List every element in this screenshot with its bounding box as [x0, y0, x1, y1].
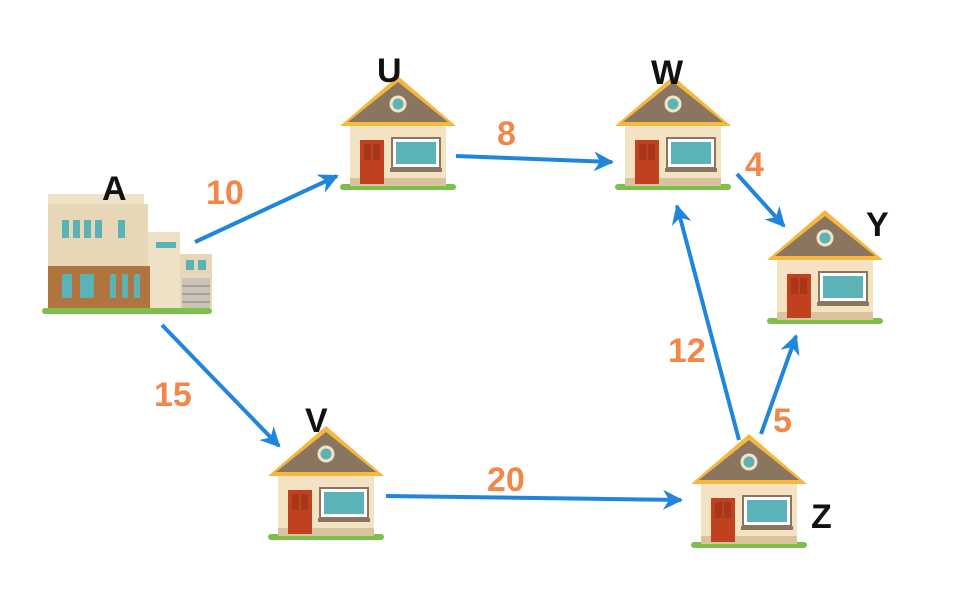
office-building-icon	[41, 193, 213, 315]
weight-V-Z: 20	[487, 461, 525, 499]
edge-W-Y	[735, 172, 786, 228]
house-icon	[266, 424, 386, 542]
node-label-A: A	[102, 170, 127, 208]
node-W: W	[613, 54, 733, 192]
edge-Z-W	[671, 204, 741, 441]
node-Y: Y	[765, 206, 889, 326]
house-icon	[689, 432, 809, 550]
node-V: V	[266, 402, 386, 542]
weight-U-W: 8	[497, 115, 516, 153]
edge-U-W	[455, 151, 614, 172]
weight-Z-W: 12	[668, 332, 706, 370]
house-icon	[338, 74, 458, 192]
node-Z: Z	[689, 432, 832, 550]
node-label-V: V	[305, 402, 328, 440]
weight-A-V: 15	[154, 376, 192, 414]
weight-Z-Y: 5	[773, 402, 792, 440]
edge-A-V	[160, 323, 281, 448]
node-A: A	[41, 170, 213, 315]
edge-V-Z	[385, 489, 683, 510]
edges	[160, 151, 800, 510]
node-label-W: W	[651, 54, 684, 92]
house-icon	[613, 74, 733, 192]
edge-Z-Y	[759, 334, 800, 435]
weight-W-Y: 4	[745, 146, 764, 184]
node-U: U	[338, 52, 458, 192]
edge-weights: 10 8 4 15 20 12 5	[154, 115, 792, 499]
node-label-Y: Y	[866, 206, 889, 244]
edge-A-U	[194, 174, 339, 244]
weight-A-U: 10	[206, 174, 244, 212]
node-label-U: U	[377, 52, 402, 90]
node-label-Z: Z	[811, 498, 832, 536]
